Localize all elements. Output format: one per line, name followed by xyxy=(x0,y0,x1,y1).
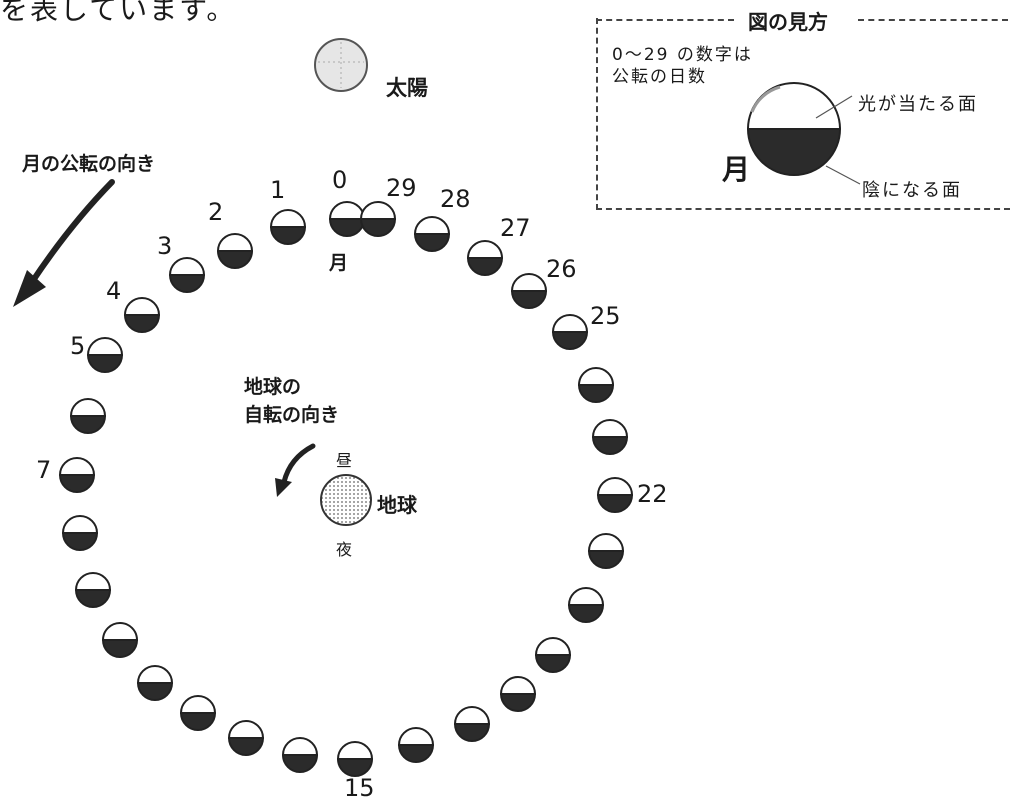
moon-phase-9-icon xyxy=(74,572,112,608)
legend-lit-pointer xyxy=(815,95,853,119)
moon-phase-6-icon xyxy=(69,398,107,434)
legend-title: 図の見方 xyxy=(748,10,828,34)
day-label-3: 3 xyxy=(157,232,173,260)
day-label-4: 4 xyxy=(106,277,122,305)
moon-phase-15-icon xyxy=(336,741,374,777)
rotation-label: 地球の 自転の向き xyxy=(244,376,340,426)
moon-phase-1-icon xyxy=(269,209,307,245)
legend-note: 0～29 の数字は 公転の日数 xyxy=(612,45,753,87)
moon-phase-7-icon xyxy=(58,457,96,493)
moon-phase-24-icon xyxy=(577,367,615,403)
moon-phase-10-icon xyxy=(101,622,139,658)
moon-phase-23-icon xyxy=(591,419,629,455)
moon-phase-14-icon xyxy=(281,737,319,773)
legend-box xyxy=(596,18,1010,210)
moon-phase-8-icon xyxy=(61,515,99,551)
moon-phase-2-icon xyxy=(216,233,254,269)
moon-phase-3-icon xyxy=(168,257,206,293)
moon-phase-27-icon xyxy=(466,240,504,276)
day-label-15: 15 xyxy=(344,774,375,802)
earth-icon xyxy=(320,474,372,526)
moon-phase-12-icon xyxy=(179,695,217,731)
intro-text-fragment: を表しています。 xyxy=(0,0,237,26)
moon-phase-17-icon xyxy=(453,706,491,742)
moon-orbit xyxy=(58,201,634,777)
moon-phase-29-icon xyxy=(359,201,397,237)
legend-lit-side-label: 光が当たる面 xyxy=(858,94,978,115)
sun-label: 太陽 xyxy=(386,76,428,100)
rotation-arrow-icon xyxy=(275,443,316,497)
moon-phase-0-icon xyxy=(328,201,366,237)
earth-label: 地球 xyxy=(377,493,417,517)
moon-label: 月 xyxy=(329,252,349,274)
day-label-2: 2 xyxy=(208,198,224,226)
moon-phase-25-icon xyxy=(551,314,589,350)
moon-phase-18-icon xyxy=(499,676,537,712)
moon-phase-16-icon xyxy=(397,727,435,763)
legend-shadow-pointer xyxy=(825,165,861,185)
day-label-7: 7 xyxy=(36,456,52,484)
day-label-26: 26 xyxy=(546,255,577,283)
earth-day-label: 昼 xyxy=(336,451,353,470)
earth-night-label: 夜 xyxy=(336,540,353,559)
moon-phase-13-icon xyxy=(227,720,265,756)
moon-phase-4-icon xyxy=(123,297,161,333)
moon-phase-21-icon xyxy=(587,533,625,569)
day-label-28: 28 xyxy=(440,185,471,213)
moon-phase-20-icon xyxy=(567,587,605,623)
sun-icon xyxy=(314,38,368,92)
day-label-0: 0 xyxy=(332,166,348,194)
moon-phase-26-icon xyxy=(510,273,548,309)
revolution-label: 月の公転の向き xyxy=(22,153,156,175)
day-label-22: 22 xyxy=(637,480,668,508)
legend-border-top-left xyxy=(596,19,734,21)
moon-phase-22-icon xyxy=(596,477,634,513)
revolution-arrow-icon xyxy=(13,179,115,307)
day-label-25: 25 xyxy=(590,302,621,330)
day-label-1: 1 xyxy=(270,176,286,204)
legend-border-top-right xyxy=(858,19,1008,21)
moon-phase-11-icon xyxy=(136,665,174,701)
day-label-27: 27 xyxy=(500,214,531,242)
moon-phase-28-icon xyxy=(413,216,451,252)
moon-phase-19-icon xyxy=(534,637,572,673)
legend-moon-icon xyxy=(746,82,842,176)
moon-phase-5-icon xyxy=(86,337,124,373)
day-label-5: 5 xyxy=(70,332,86,360)
day-label-29: 29 xyxy=(386,174,417,202)
legend-moon-label: 月 xyxy=(722,153,751,186)
legend-shadow-side-label: 陰になる面 xyxy=(862,180,962,201)
